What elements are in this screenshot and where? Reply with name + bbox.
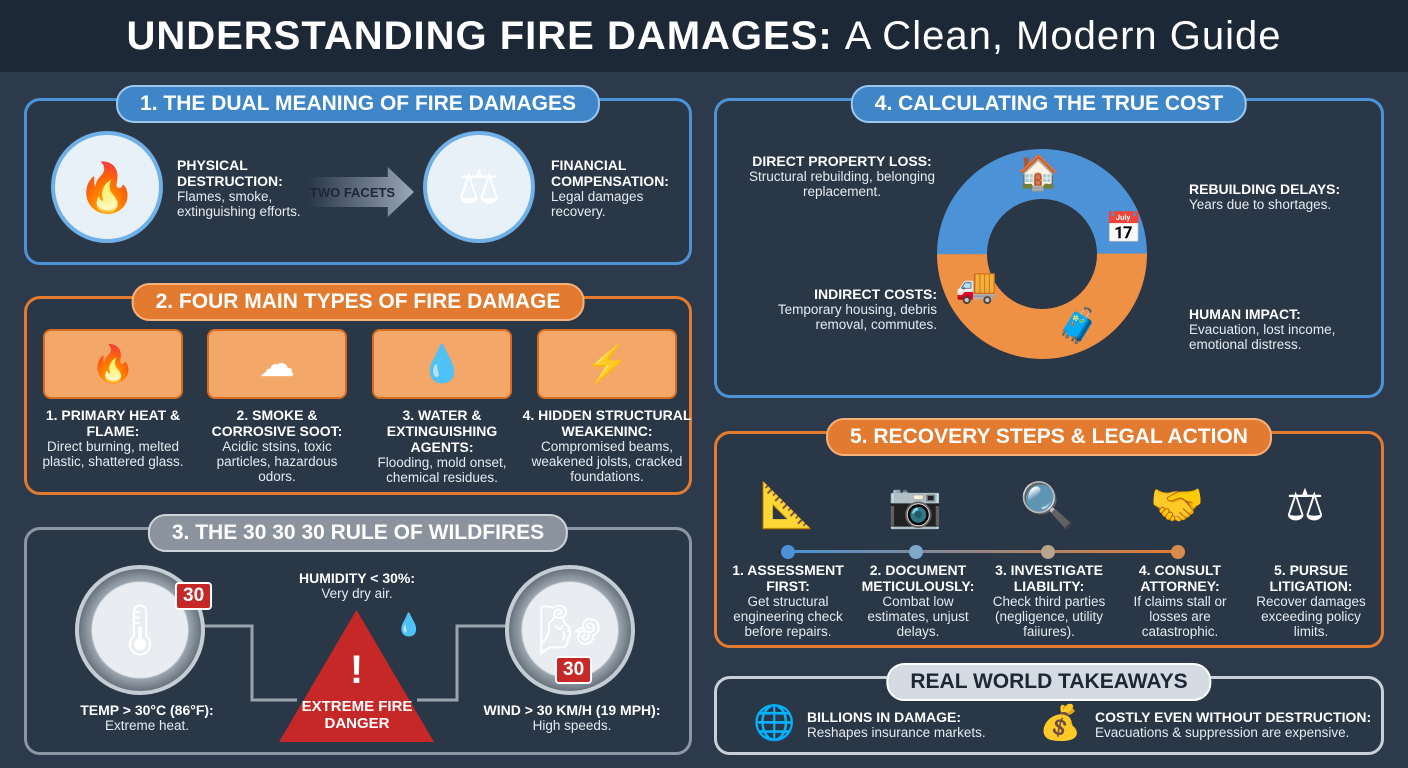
person-luggage-icon: 🧳 (1057, 307, 1100, 345)
connector-lines (202, 624, 507, 702)
timeline-line (787, 550, 1177, 553)
section-true-cost: 4. CALCULATING THE TRUE COST 🏠 📅 🚚 🧳 DIR… (714, 85, 1384, 398)
step-dot (909, 545, 923, 559)
house-dollar-icon: 🏠 (1017, 154, 1060, 192)
section-header: 4. CALCULATING THE TRUE COST (850, 85, 1248, 123)
section-four-types: 2. FOUR MAIN TYPES OF FIRE DAMAGE 🔥 ☁ 💧 … (24, 283, 692, 495)
section-recovery-steps: 5. RECOVERY STEPS & LEGAL ACTION 📐 📷 🔍 🤝… (714, 418, 1384, 648)
step-dot (1041, 545, 1055, 559)
magnifier-powerline-icon: 🔍 (1019, 481, 1075, 530)
section-header: 5. RECOVERY STEPS & LEGAL ACTION (826, 418, 1272, 456)
section-header: 2. FOUR MAIN TYPES OF FIRE DAMAGE (131, 283, 585, 321)
page-title: UNDERSTANDING FIRE DAMAGES:A Clean, Mode… (0, 0, 1408, 72)
temp-badge: 30 (175, 582, 213, 610)
fire-house-icon: 🔥 (51, 131, 163, 243)
flame-icon: 🔥 (43, 329, 183, 399)
cracked-beam-icon: ⚡ (537, 329, 677, 399)
step-dot (1171, 545, 1185, 559)
coins-gavel-icon: ⚖ (423, 131, 535, 243)
section-30-rule: 3. THE 30 30 30 RULE OF WILDFIRES 🌡 30 T… (24, 514, 692, 755)
camera-checklist-icon: 📷 (887, 481, 943, 530)
scales-arrow-icon: ⚖ (1285, 480, 1325, 530)
section-header: 3. THE 30 30 30 RULE OF WILDFIRES (147, 514, 569, 552)
section-takeaways: REAL WORLD TAKEAWAYS 🌐 BILLIONS IN DAMAG… (714, 663, 1384, 755)
damage-type-3: 3. WATER & EXTINGUISHING AGENTS:Flooding… (377, 407, 507, 485)
gavel-handshake-icon: 🤝 (1149, 481, 1205, 530)
section-header: 1. THE DUAL MEANING OF FIRE DAMAGES (116, 85, 600, 123)
section-header: REAL WORLD TAKEAWAYS (886, 663, 1212, 701)
section-dual-meaning: 1. THE DUAL MEANING OF FIRE DAMAGES 🔥 PH… (24, 85, 692, 265)
damage-type-2: 2. SMOKE & CORROSIVE SOOT:Acidic stsins,… (211, 407, 343, 484)
exit-moneybag-icon: 💰 (1039, 704, 1082, 742)
extreme-danger-label: EXTREME FIRE DANGER (301, 698, 413, 732)
blueprint-hardhat-icon: 📐 (759, 481, 815, 530)
damage-type-4: 4. HIDDEN STRUCTURAL WEAKENINC:Compromis… (522, 407, 692, 484)
damage-type-1: 1. PRIMARY HEAT & FLAME:Direct burning, … (42, 407, 184, 469)
cost-cycle-diagram (937, 149, 1147, 359)
water-hose-icon: 💧 (372, 329, 512, 399)
clock-calendar-icon: 📅 (1105, 212, 1143, 245)
globe-dollar-icon: 🌐 (753, 704, 796, 742)
wind-badge: 30 (555, 656, 593, 684)
smoke-cloud-icon: ☁ (207, 329, 347, 399)
step-dot (781, 545, 795, 559)
water-drop-icon: 💧 (395, 612, 423, 637)
dump-truck-icon: 🚚 (955, 267, 998, 305)
